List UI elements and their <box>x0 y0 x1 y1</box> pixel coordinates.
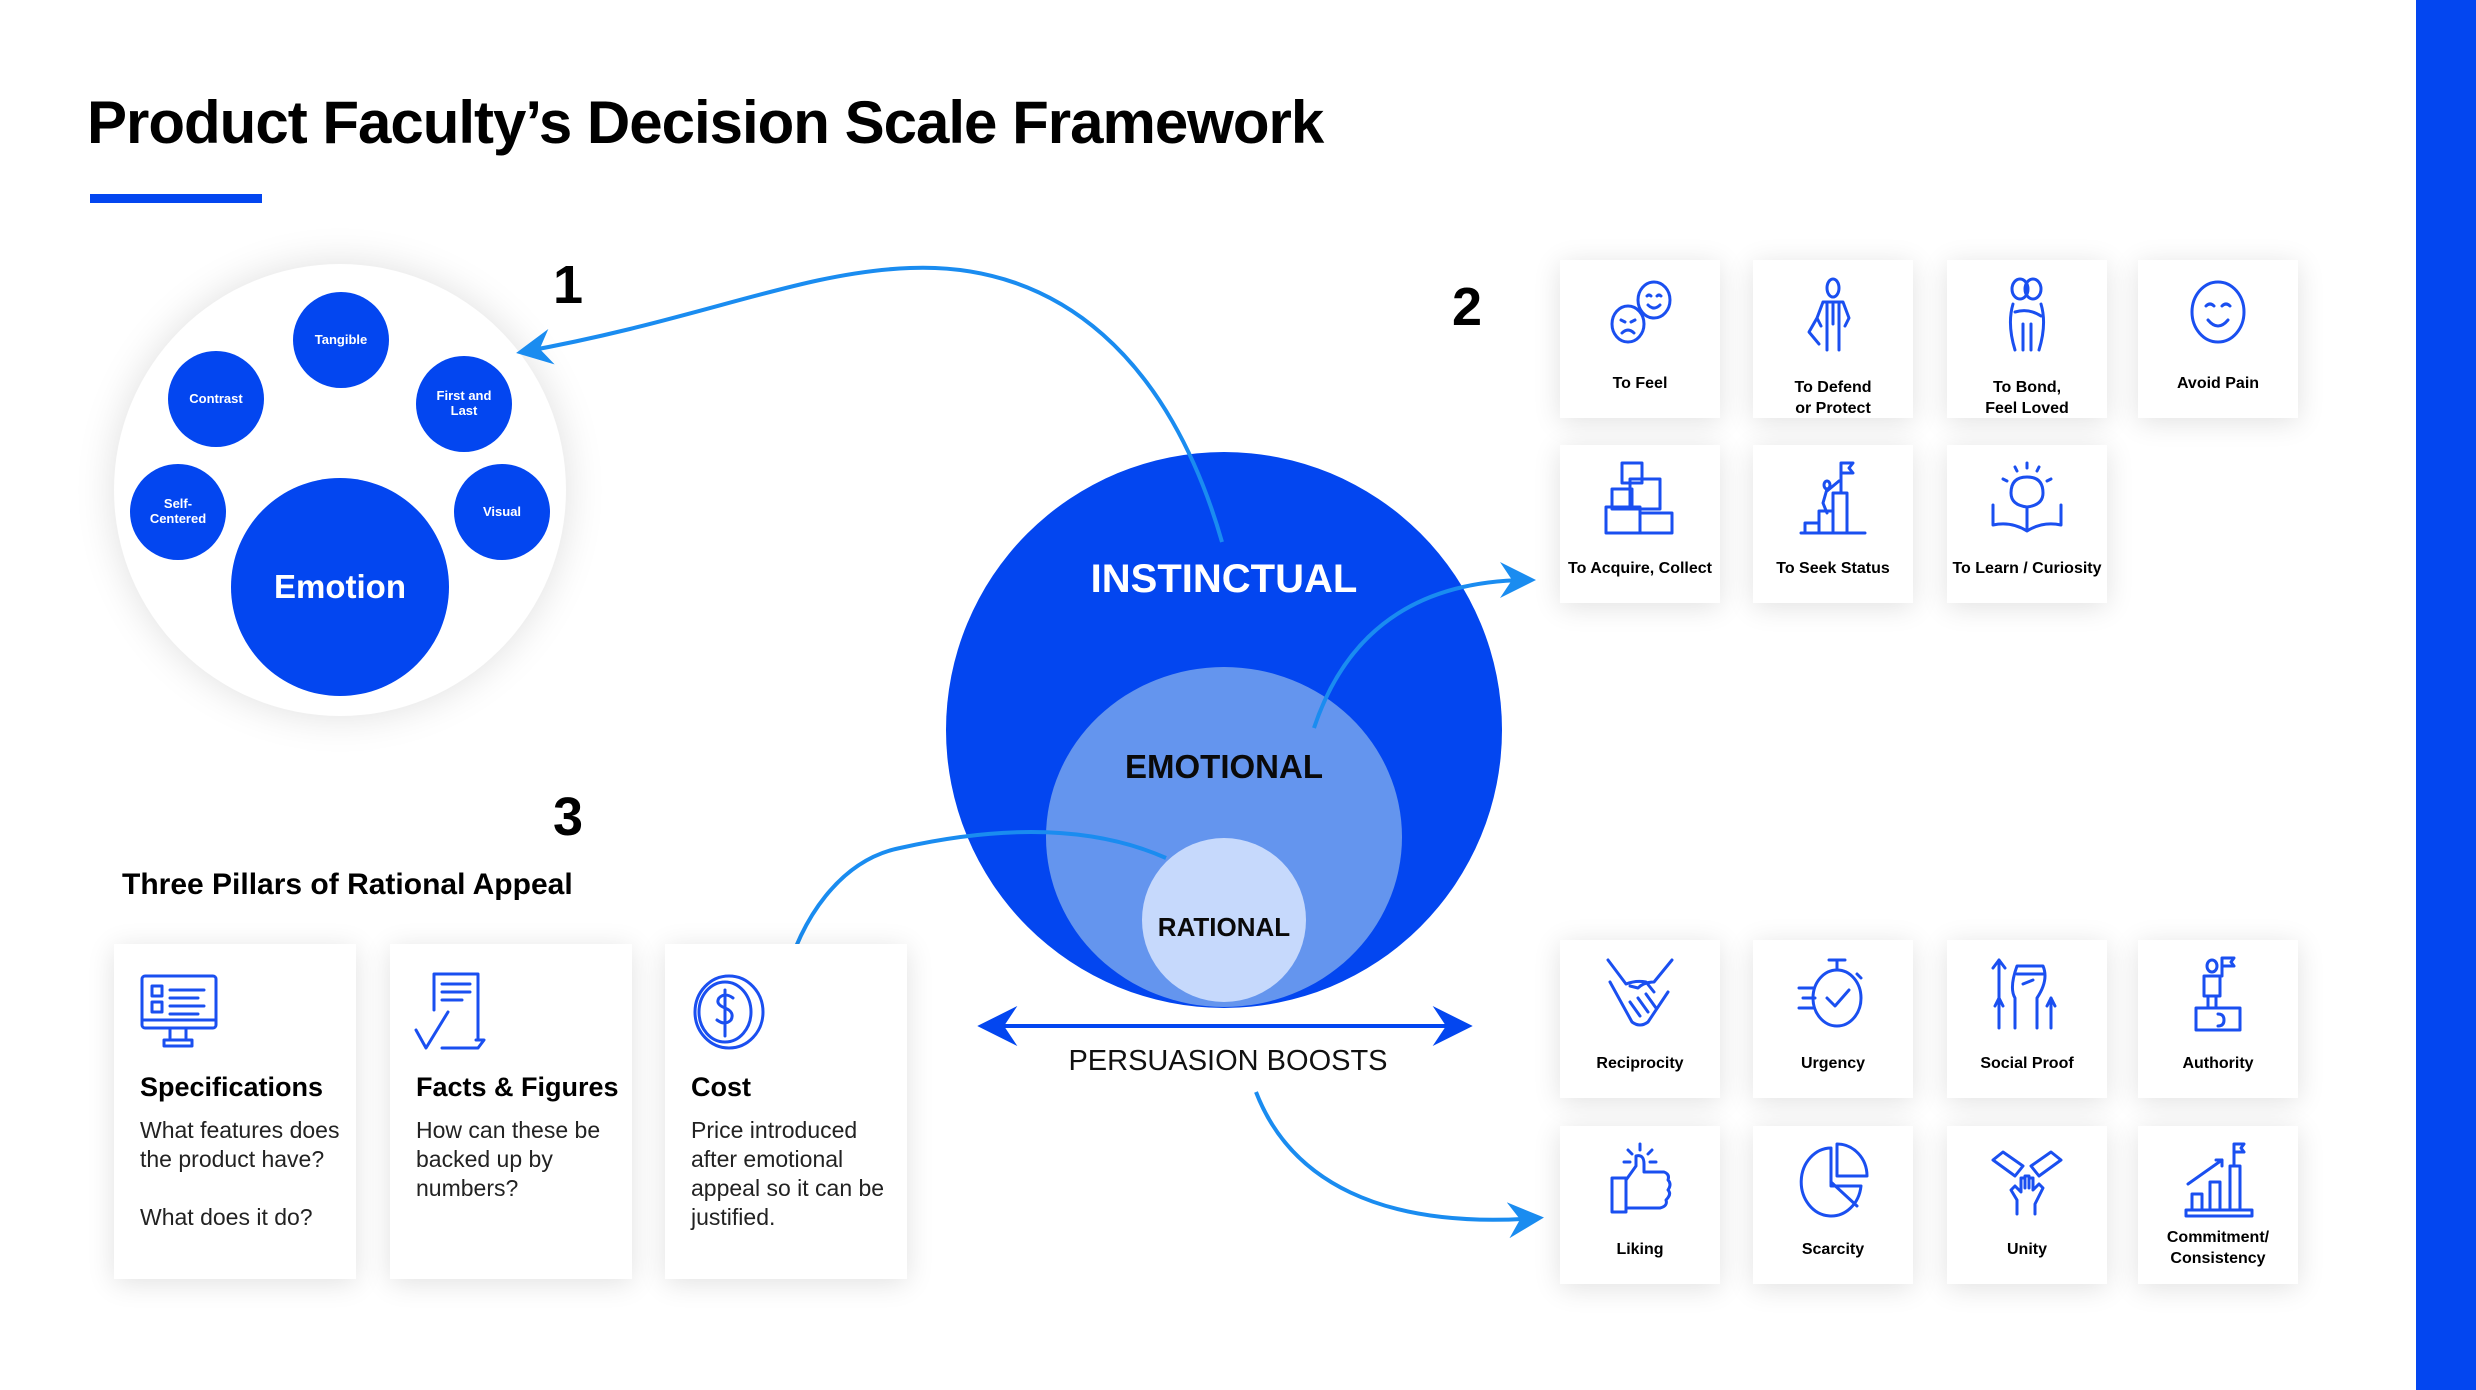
emotional-label: EMOTIONAL <box>1125 748 1323 785</box>
boost-label: Urgency <box>1800 1055 1866 1072</box>
hero-icon <box>1807 277 1851 352</box>
pillar-title: Cost <box>691 1072 751 1102</box>
instinct-label: To Bond, Feel Loved <box>1985 379 2069 417</box>
instinct-card-avoid-pain: Avoid Pain <box>2138 260 2298 418</box>
pillar-description: Price introduced after emotional appeal … <box>691 1117 885 1230</box>
summit-flag-icon <box>1799 461 1867 535</box>
instinct-card-learn: To Learn / Curiosity <box>1947 445 2107 603</box>
arrow-to-pillars <box>774 830 1167 986</box>
instinct-card-defend: To Defend or Protect <box>1753 260 1913 418</box>
instinct-card-acquire: To Acquire, Collect <box>1560 445 1720 603</box>
rational-label: RATIONAL <box>1158 912 1291 942</box>
thumbs-up-icon <box>1610 1142 1672 1214</box>
bubble-visual: Visual <box>454 464 550 560</box>
instinct-card-status: To Seek Status <box>1753 445 1913 603</box>
faces-icon <box>1610 280 1672 344</box>
brain-book-icon <box>1991 461 2063 533</box>
section-number-1: 1 <box>553 255 584 315</box>
pillar-card-facts: Facts & Figures How can these be backed … <box>390 944 632 1279</box>
title-underline <box>90 194 262 203</box>
monitor-checklist-icon <box>140 974 218 1048</box>
instinct-label: To Learn / Curiosity <box>1952 560 2102 577</box>
persuasion-boosts-label: PERSUASION BOOSTS <box>1068 1045 1387 1077</box>
boost-card-authority: Authority <box>2138 940 2298 1098</box>
bubble-label: Self-Centered <box>149 496 207 526</box>
bubble-emotion: Emotion <box>231 478 449 696</box>
instinct-label: To Feel <box>1612 375 1668 392</box>
boost-label: Commitment/ Consistency <box>2166 1229 2270 1267</box>
coin-icon <box>693 974 765 1050</box>
bubble-label: Contrast <box>189 390 243 406</box>
instinctual-label: INSTINCTUAL <box>1091 557 1358 601</box>
growth-chart-icon <box>2184 1142 2254 1218</box>
emotion-cluster: Tangible Contrast First and Last Self-Ce… <box>114 264 566 716</box>
section-number-3: 3 <box>553 787 584 847</box>
boost-label: Liking <box>1616 1241 1664 1258</box>
pillar-card-cost: Cost Price introduced after emotional ap… <box>665 944 907 1279</box>
bubble-tangible: Tangible <box>293 292 389 388</box>
boost-label: Social Proof <box>1980 1055 2074 1072</box>
rational-circle <box>1142 838 1306 1002</box>
arrow-to-boosts <box>1254 1091 1544 1239</box>
document-check-icon <box>414 972 486 1050</box>
instinct-label: To Acquire, Collect <box>1567 560 1712 577</box>
instinct-label: To Seek Status <box>1776 560 1890 577</box>
bubble-contrast: Contrast <box>168 351 264 447</box>
instinct-label: To Defend or Protect <box>1794 379 1872 417</box>
arrow-to-instincts <box>1312 562 1536 729</box>
boost-card-commitment: Commitment/ Consistency <box>2138 1126 2298 1284</box>
emotional-circle <box>1046 667 1402 1007</box>
boost-card-social-proof: Social Proof <box>1947 940 2107 1098</box>
bubble-label: Emotion <box>274 568 406 606</box>
bubble-self-centered: Self-Centered <box>130 464 226 560</box>
podium-flag-icon <box>2194 956 2242 1032</box>
instinct-label: Avoid Pain <box>2176 375 2260 392</box>
hands-together-icon <box>1991 1150 2063 1216</box>
boost-card-urgency: Urgency <box>1753 940 1913 1098</box>
pillar-title: Specifications <box>140 1072 324 1102</box>
boost-label: Unity <box>2007 1241 2047 1258</box>
instinct-card-bond: To Bond, Feel Loved <box>1947 260 2107 418</box>
pillars-heading: Three Pillars of Rational Appeal <box>122 868 573 901</box>
bubble-first-and-last: First and Last <box>416 356 512 452</box>
pillar-description: What features does the product have? Wha… <box>140 1117 340 1230</box>
boost-card-liking: Liking <box>1560 1126 1720 1284</box>
smile-icon <box>2190 280 2246 344</box>
handshake-icon <box>1606 958 1674 1027</box>
section-number-2: 2 <box>1452 277 1483 337</box>
page-title: Product Faculty’s Decision Scale Framewo… <box>87 89 1324 156</box>
pie-chart-icon <box>1799 1142 1869 1218</box>
boost-card-scarcity: Scarcity <box>1753 1126 1913 1284</box>
boost-label: Authority <box>2182 1055 2254 1072</box>
bubble-label: First and Last <box>436 388 492 418</box>
pillar-description: How can these be backed up by numbers? <box>416 1117 601 1201</box>
boxes-icon <box>1604 461 1674 535</box>
bubble-label: Visual <box>482 503 522 519</box>
hug-icon <box>2008 277 2046 352</box>
raised-fist-icon <box>1991 958 2057 1030</box>
boost-card-unity: Unity <box>1947 1126 2107 1284</box>
boost-label: Reciprocity <box>1596 1055 1684 1072</box>
arrow-to-emotion-cluster <box>516 265 1224 543</box>
instinct-card-to-feel: To Feel <box>1560 260 1720 418</box>
stopwatch-icon <box>1797 958 1863 1028</box>
pillar-card-specifications: Specifications What features does the pr… <box>114 944 356 1279</box>
bubble-label: Tangible <box>314 331 368 347</box>
boost-label: Scarcity <box>1801 1241 1865 1258</box>
pillar-title: Facts & Figures <box>416 1072 619 1102</box>
boost-card-reciprocity: Reciprocity <box>1560 940 1720 1098</box>
accent-sidebar <box>2416 0 2476 1390</box>
